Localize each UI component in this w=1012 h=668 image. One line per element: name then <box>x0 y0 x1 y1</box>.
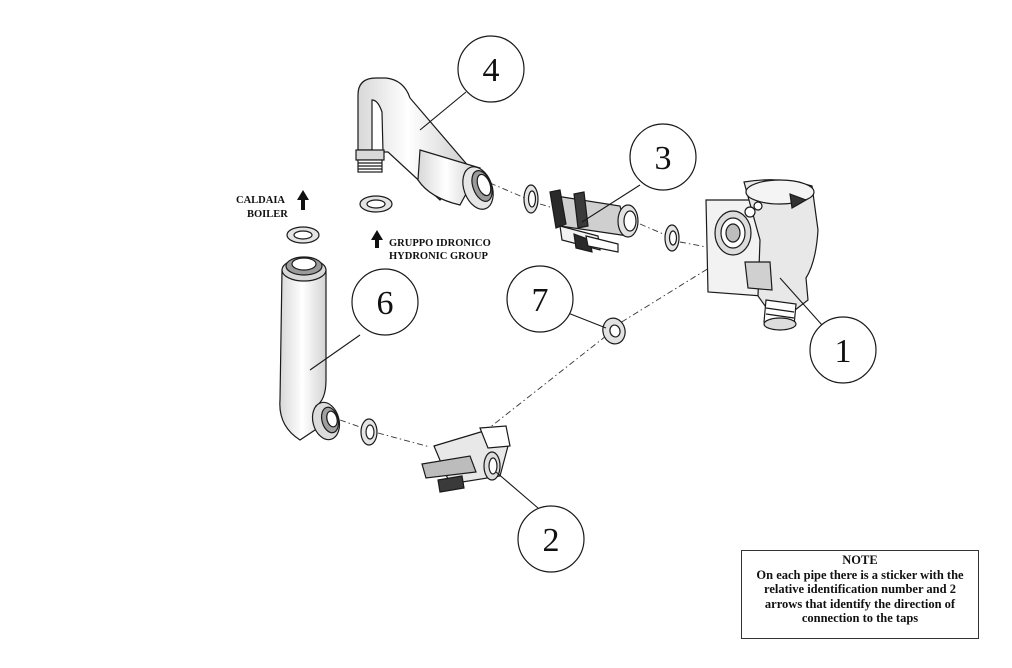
washer-3-1 <box>664 224 680 252</box>
hydronic-caption-it: GRUPPO IDRONICO <box>389 238 491 249</box>
boiler-caption-en: BOILER <box>247 209 288 220</box>
svg-text:7: 7 <box>532 282 549 319</box>
washer-7 <box>602 317 626 345</box>
boiler-arrow-icon <box>297 190 309 210</box>
valve-2 <box>421 425 511 493</box>
svg-text:2: 2 <box>543 522 560 559</box>
note-body: On each pipe there is a sticker with the… <box>756 567 964 626</box>
pipe-4-elbow <box>355 77 494 210</box>
svg-text:6: 6 <box>377 285 394 322</box>
washer-4-3 <box>523 184 539 214</box>
hydronic-arrow-icon <box>371 230 383 248</box>
svg-text:1: 1 <box>835 333 852 370</box>
note-box: NOTE On each pipe there is a sticker wit… <box>741 550 979 639</box>
valve-body-1 <box>705 179 819 331</box>
note-title: NOTE <box>842 553 878 567</box>
boiler-caption-it: CALDAIA <box>236 195 285 206</box>
callout-4: 4 <box>457 35 525 103</box>
leader-lines <box>309 91 823 509</box>
hydronic-caption-en: HYDRONIC GROUP <box>389 251 488 262</box>
washer-6-2 <box>360 418 378 446</box>
washer-4 <box>359 195 393 213</box>
callout-6: 6 <box>351 268 419 336</box>
callout-1: 1 <box>809 316 877 384</box>
washer-6-top <box>286 226 320 244</box>
valve-3 <box>549 189 639 253</box>
callout-3: 3 <box>629 123 697 191</box>
svg-text:3: 3 <box>655 140 672 177</box>
svg-text:4: 4 <box>483 52 500 89</box>
callout-7: 7 <box>506 265 574 333</box>
pipe-6-elbow <box>279 256 341 441</box>
callout-2: 2 <box>517 505 585 573</box>
